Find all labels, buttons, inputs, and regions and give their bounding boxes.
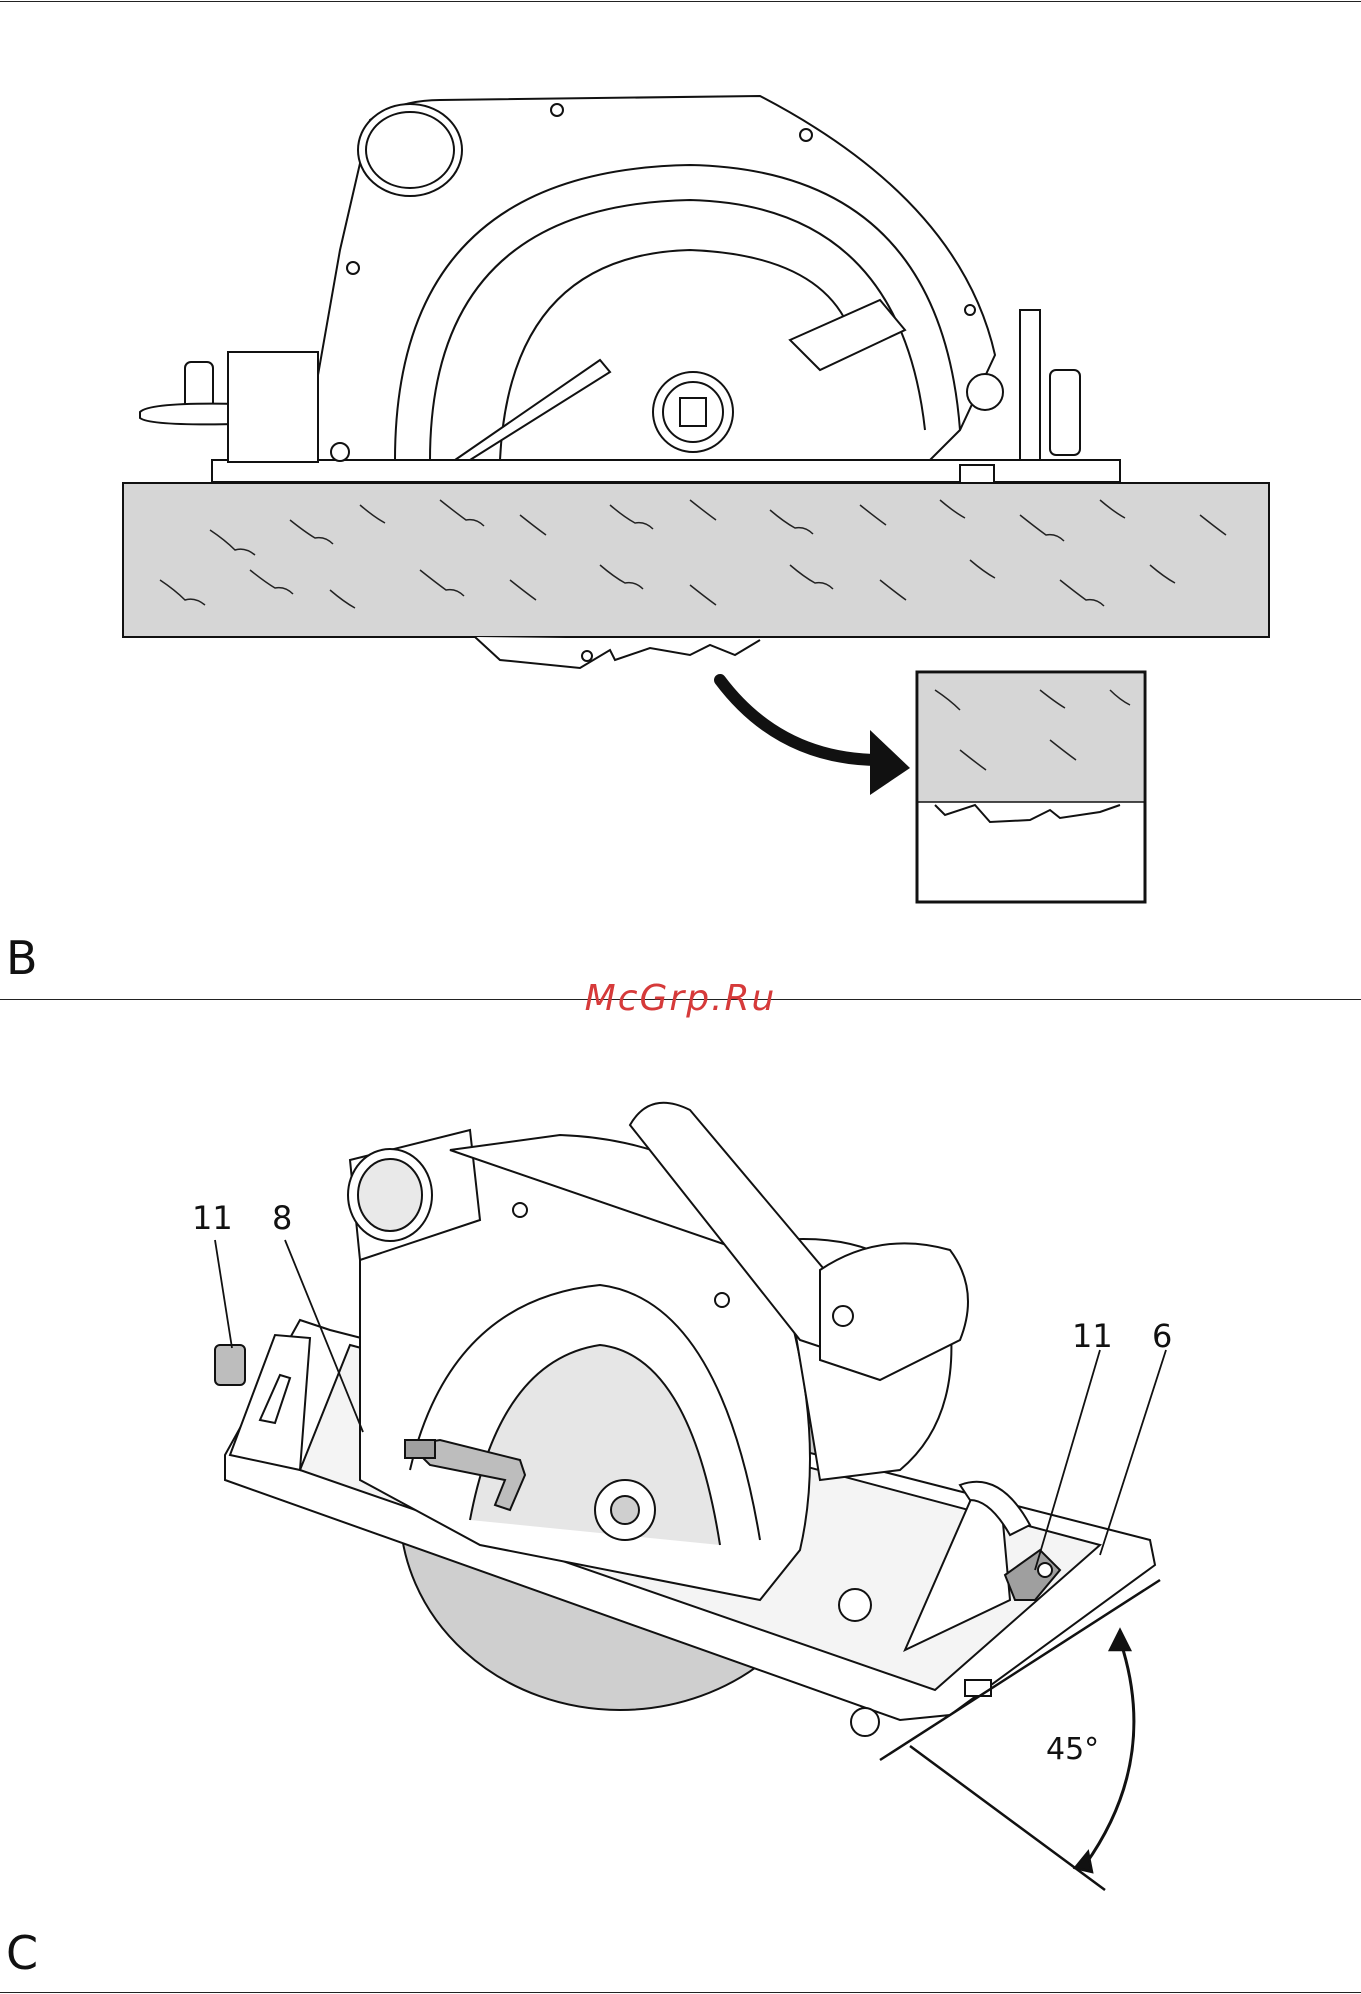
blade-teeth — [475, 637, 760, 668]
hex-bolt — [967, 374, 1003, 410]
dust-port-inner — [358, 1159, 422, 1231]
depth-stop — [960, 465, 994, 483]
dust-port — [358, 104, 462, 196]
figure-c-label: C — [6, 1930, 38, 1976]
hex-bolt — [839, 1589, 871, 1621]
arbor-nut-inner — [611, 1496, 639, 1524]
lever-tab — [405, 1440, 435, 1458]
front-knob — [215, 1345, 245, 1385]
wood-board — [123, 483, 1269, 637]
screw — [513, 1203, 527, 1217]
right-bracket — [1020, 310, 1040, 460]
depth-stop — [965, 1680, 991, 1696]
rear-knob — [1050, 370, 1080, 455]
figure-b-workpiece — [123, 483, 1269, 668]
power-cord — [140, 404, 240, 425]
screw — [715, 1293, 729, 1307]
figure-c-saw-perspective — [215, 1103, 1155, 1736]
small-wheel — [331, 443, 349, 461]
guard-pin — [582, 651, 592, 661]
grip-screw — [833, 1306, 853, 1326]
bevel-screw — [1038, 1563, 1052, 1577]
angle-label: 45° — [1046, 1735, 1099, 1765]
figure-b-saw-side-view — [140, 96, 1120, 483]
detail-arrow-head — [870, 730, 910, 795]
bottom-wheel — [851, 1708, 879, 1736]
left-bracket — [228, 352, 318, 462]
detail-arrow — [720, 680, 880, 760]
callout-11-right: 11 — [1072, 1320, 1113, 1352]
callout-8: 8 — [272, 1202, 292, 1234]
watermark: McGrp.Ru — [0, 978, 1361, 1019]
figure-b-label: B — [6, 935, 38, 981]
figure-b-detail-inset — [917, 672, 1145, 902]
arbor-nut — [653, 372, 733, 452]
callout-11-left: 11 — [192, 1202, 233, 1234]
callout-6: 6 — [1152, 1320, 1172, 1352]
